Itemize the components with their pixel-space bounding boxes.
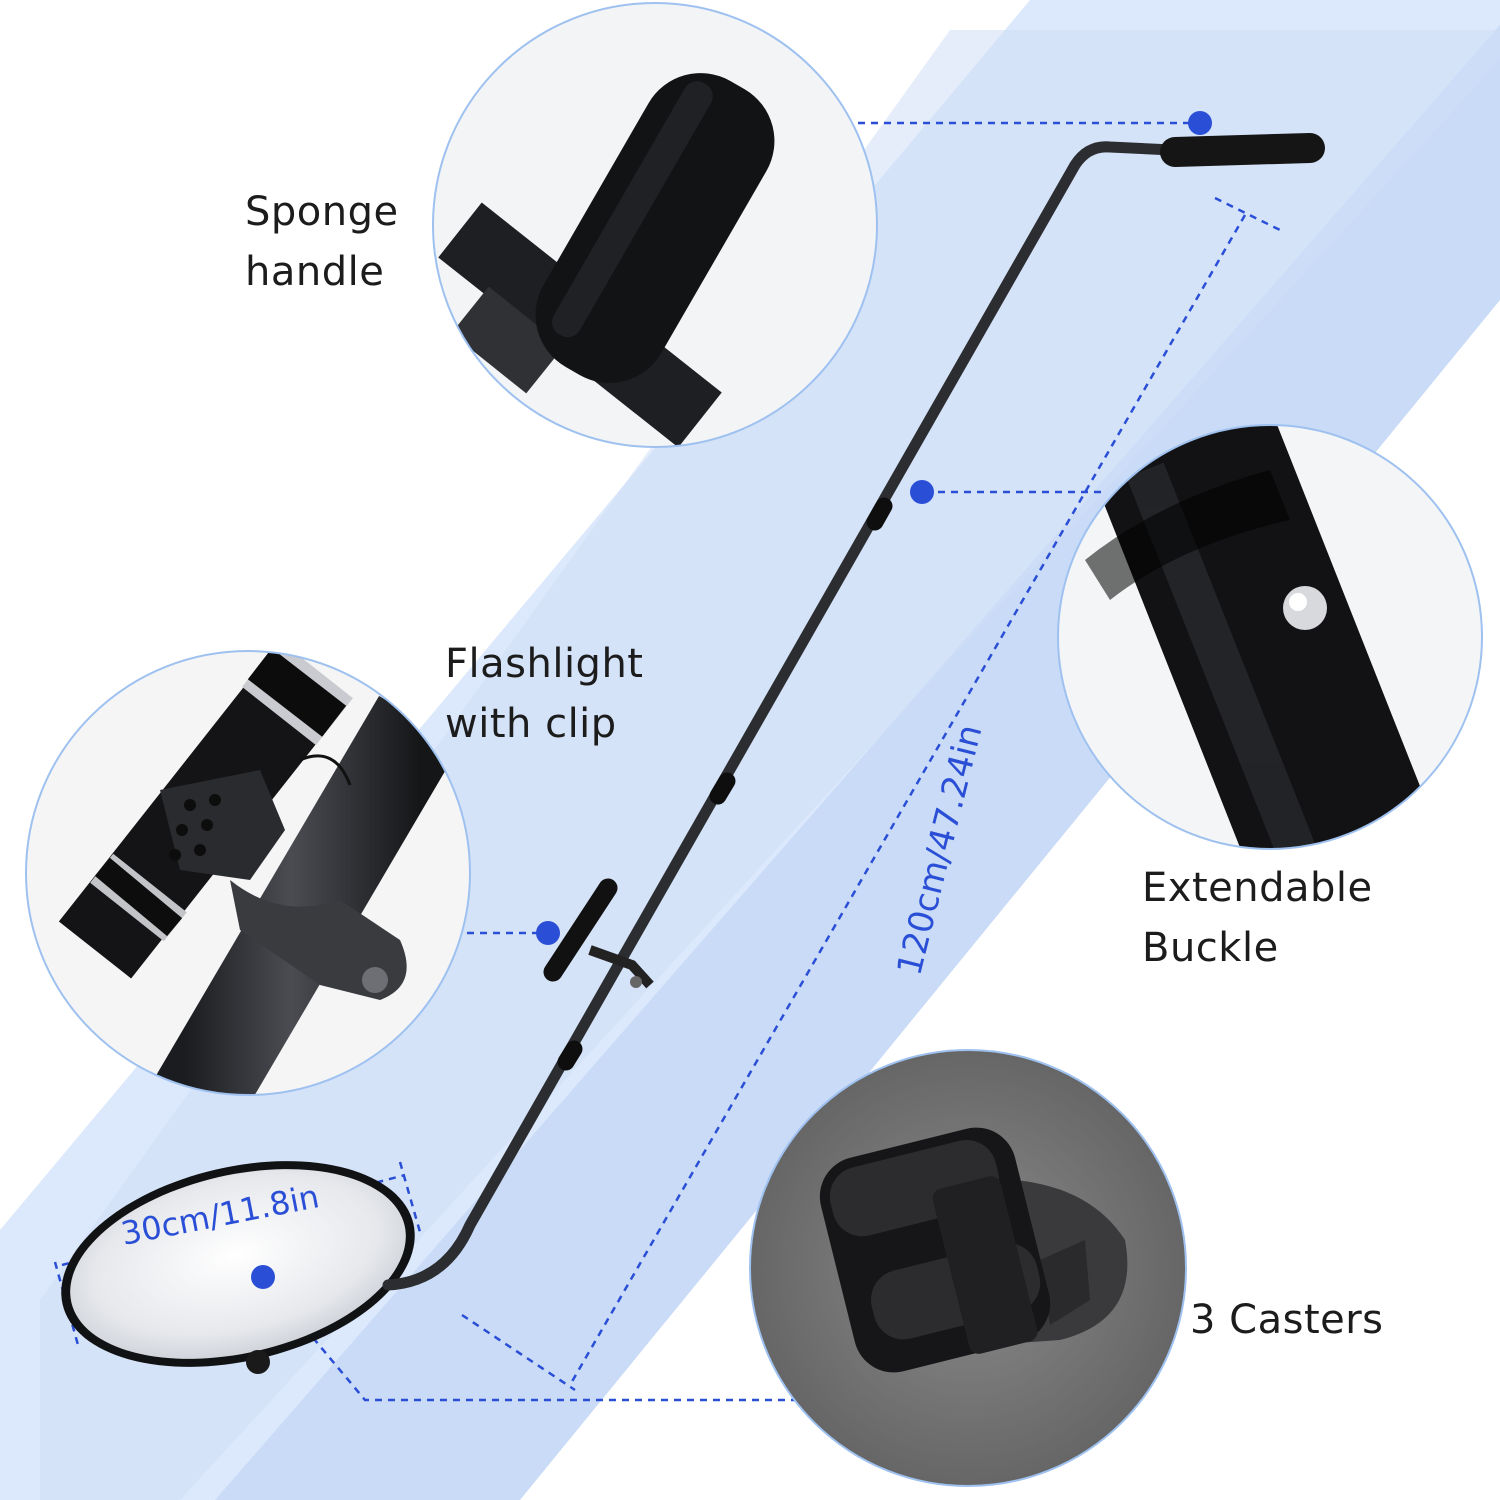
buckle-label-line1: Extendable: [1142, 865, 1373, 911]
caster-wheel-detail: [749, 1049, 1187, 1487]
buckle-label-line2: Buckle: [1142, 925, 1279, 971]
dimension-line-length: [568, 214, 1247, 1386]
flashlight-label-line2: with clip: [445, 701, 617, 747]
inspection-mirror: [61, 1161, 415, 1374]
casters-label-line1: 3 Casters: [1190, 1297, 1384, 1343]
telescopic-pole: [382, 133, 1325, 1291]
marker-handle: [1188, 111, 1212, 135]
marker-caster: [251, 1265, 275, 1289]
flashlight-clip-detail: [25, 650, 471, 1096]
flashlight-label: Flashlight with clip: [445, 634, 643, 754]
dimension-tick-bottom: [461, 1313, 576, 1392]
sponge-handle-label: Sponge handle: [245, 182, 399, 302]
marker-flash: [536, 921, 560, 945]
sponge-handle-label-line1: Sponge: [245, 189, 399, 235]
flashlight-on-pole: [543, 878, 654, 989]
background-band-mid: [40, 30, 1500, 1500]
buckle-detail: [1057, 424, 1483, 850]
sponge-handle-detail: [432, 2, 878, 448]
caster-dot: [246, 1350, 270, 1374]
casters-label: 3 Casters: [1190, 1290, 1384, 1350]
sponge-handle-label-line2: handle: [245, 249, 385, 295]
marker-buckle: [910, 480, 934, 504]
buckle-label: Extendable Buckle: [1142, 858, 1373, 978]
marker-dots: [251, 111, 1212, 1289]
flashlight-label-line1: Flashlight: [445, 641, 644, 687]
